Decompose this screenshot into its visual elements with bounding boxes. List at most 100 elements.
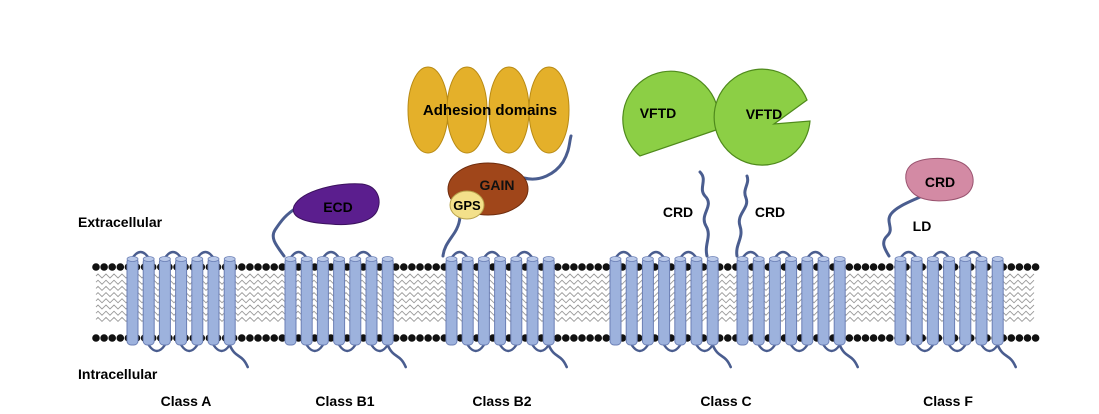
lipid-head-top — [416, 263, 424, 271]
lipid-head-bottom — [845, 334, 854, 342]
lipid-head-top — [724, 263, 732, 271]
tm-helix-cap — [894, 256, 907, 262]
lipid-head-bottom — [724, 334, 732, 342]
tm-helix — [477, 257, 490, 346]
c-crd-right-label: CRD — [755, 204, 785, 220]
tm-loop — [180, 344, 199, 353]
tm-helix-cap — [736, 256, 749, 262]
tm-loop — [790, 344, 809, 353]
lipid-head-bottom — [570, 334, 578, 342]
tm-helix-cap — [191, 256, 204, 262]
lipid-head-top — [92, 263, 100, 271]
tm-helix — [191, 257, 204, 346]
tm-loop — [695, 344, 714, 353]
tm-helix — [690, 257, 703, 346]
lipid-head-top — [432, 263, 441, 271]
vftd-left-label: VFTD — [640, 105, 677, 121]
f-crd-label: CRD — [925, 174, 955, 190]
tm-helix-cap — [207, 256, 220, 262]
tm-helix-cap — [381, 256, 394, 262]
tm-helix — [752, 257, 765, 346]
c-terminal-tail — [711, 343, 732, 369]
c-terminal-tail — [996, 343, 1017, 369]
lipid-head-bottom — [861, 334, 870, 342]
tm-loop — [980, 344, 999, 353]
tm-helix-cap — [943, 256, 955, 262]
tm-loop — [531, 344, 550, 353]
b2-adhesion-linker — [522, 134, 573, 181]
lipid-head-top — [116, 263, 125, 271]
tm-helix-cap — [349, 256, 362, 262]
tm-loop — [915, 344, 934, 353]
tm-helix — [284, 257, 297, 346]
c-terminal-tail — [838, 343, 859, 369]
tm-helix — [706, 257, 719, 346]
lipid-head-bottom — [375, 334, 384, 342]
tm-helix-cap — [927, 256, 939, 262]
lipid-head-top — [278, 263, 287, 271]
tm-helix — [300, 257, 313, 346]
b1-ecd-linker — [271, 205, 300, 258]
c-right-crd-linker — [735, 174, 750, 258]
lipid-head-top — [246, 263, 254, 271]
adhesion-domains-label: Adhesion domains — [423, 102, 557, 119]
tm-helix-cap — [300, 256, 313, 262]
lipid-head-bottom — [586, 334, 594, 342]
tm-loop — [948, 344, 967, 353]
class-labels: Class A Class B1 Class B2 Class C Class … — [161, 393, 974, 409]
tm-helix-cap — [526, 256, 539, 262]
tm-helix — [943, 257, 956, 346]
tm-helix — [365, 257, 378, 346]
c-crd-left-label: CRD — [663, 204, 693, 220]
tm-helix-cap — [477, 256, 490, 262]
lipid-tail-row — [95, 304, 1035, 310]
lipid-head-top — [100, 263, 108, 271]
tm-helix-cap — [316, 256, 329, 262]
lipid-head-bottom — [553, 334, 562, 342]
class-b2-tm-bundle — [445, 250, 568, 369]
tm-helix — [785, 257, 798, 346]
tm-helix-cap — [690, 256, 703, 262]
class-a-tm-bundle — [126, 250, 249, 369]
tm-helix — [674, 257, 687, 346]
lipid-head-top — [570, 263, 578, 271]
tm-helix — [801, 257, 814, 346]
tm-loop — [822, 344, 841, 353]
c-vftd-domains: VFTD VFTD CRD CRD — [622, 68, 811, 220]
class-c-label: Class C — [700, 393, 751, 409]
lipid-head-bottom — [853, 334, 862, 342]
lipid-head-top — [408, 263, 416, 271]
tm-helix — [910, 257, 923, 346]
lipid-head-bottom — [869, 334, 878, 342]
lipid-head-top — [1007, 263, 1016, 271]
lipid-head-bottom — [1023, 334, 1032, 342]
lipid-tails — [95, 273, 1035, 323]
f-ld-label: LD — [913, 218, 932, 234]
lipid-head-top — [877, 263, 886, 271]
lipid-head-bottom — [594, 334, 602, 342]
tm-helix-cap — [910, 256, 923, 262]
tm-helix-cap — [175, 256, 188, 262]
tm-helix — [207, 257, 220, 346]
tm-helix — [142, 257, 155, 346]
class-b2-label: Class B2 — [472, 393, 531, 409]
class-f-label: Class F — [923, 393, 973, 409]
gain-label: GAIN — [480, 177, 515, 193]
lipid-head-top — [343, 263, 351, 271]
extracellular-label: Extracellular — [78, 214, 163, 230]
lipid-head-bottom — [400, 334, 408, 342]
b2-gain-domain: GAIN GPS — [447, 162, 529, 220]
lipid-head-bottom — [278, 334, 287, 342]
lipid-head-top — [553, 263, 562, 271]
tm-helix-cap — [223, 256, 236, 262]
lipid-head-bottom — [424, 334, 432, 342]
tm-helix — [959, 257, 972, 346]
lipid-tail-row — [95, 285, 1035, 292]
lipid-head-top — [270, 263, 279, 271]
tm-helix — [175, 257, 188, 346]
lipid-head-bottom — [408, 334, 416, 342]
tm-helix — [445, 257, 458, 346]
tm-helix — [817, 257, 830, 346]
f-ld-linker — [882, 194, 924, 258]
tm-helix — [894, 257, 907, 346]
